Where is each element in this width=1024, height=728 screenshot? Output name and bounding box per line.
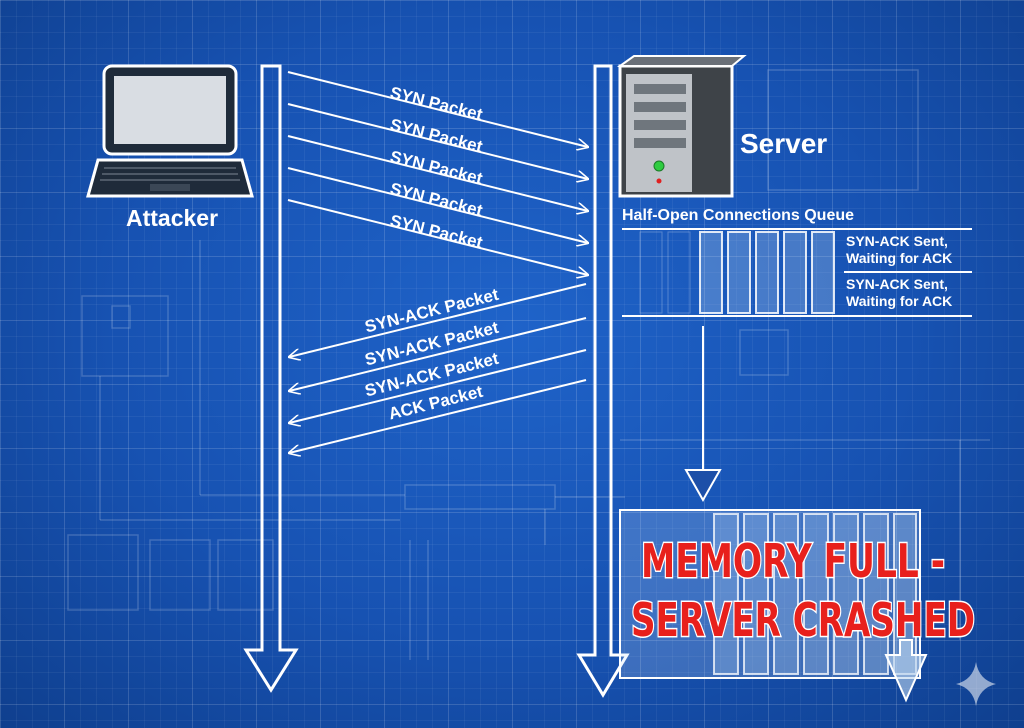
connection-queue — [622, 228, 972, 317]
synack-arrows — [289, 283, 587, 453]
attacker-label: Attacker — [126, 205, 218, 231]
sparkle-icon — [956, 662, 996, 706]
crash-text-line1: MEMORY FULL - — [641, 534, 945, 588]
queue-note-1-line2: Waiting for ACK — [846, 250, 952, 266]
queue-title: Half-Open Connections Queue — [622, 207, 854, 224]
attacker-timeline — [243, 64, 299, 693]
queue-note-1-line1: SYN-ACK Sent, — [846, 233, 948, 249]
memory-block — [619, 509, 928, 703]
syn-arrows — [287, 71, 588, 275]
server-timeline — [576, 64, 630, 698]
server-icon — [616, 55, 747, 198]
queue-note-2-line1: SYN-ACK Sent, — [846, 276, 948, 292]
laptop-icon — [86, 64, 254, 198]
background-schematic — [67, 69, 990, 660]
down-arrow — [684, 326, 722, 503]
queue-note-2-line2: Waiting for ACK — [846, 293, 952, 309]
server-label: Server — [740, 128, 827, 159]
crash-text-line2: SERVER CRASHED — [631, 593, 975, 647]
